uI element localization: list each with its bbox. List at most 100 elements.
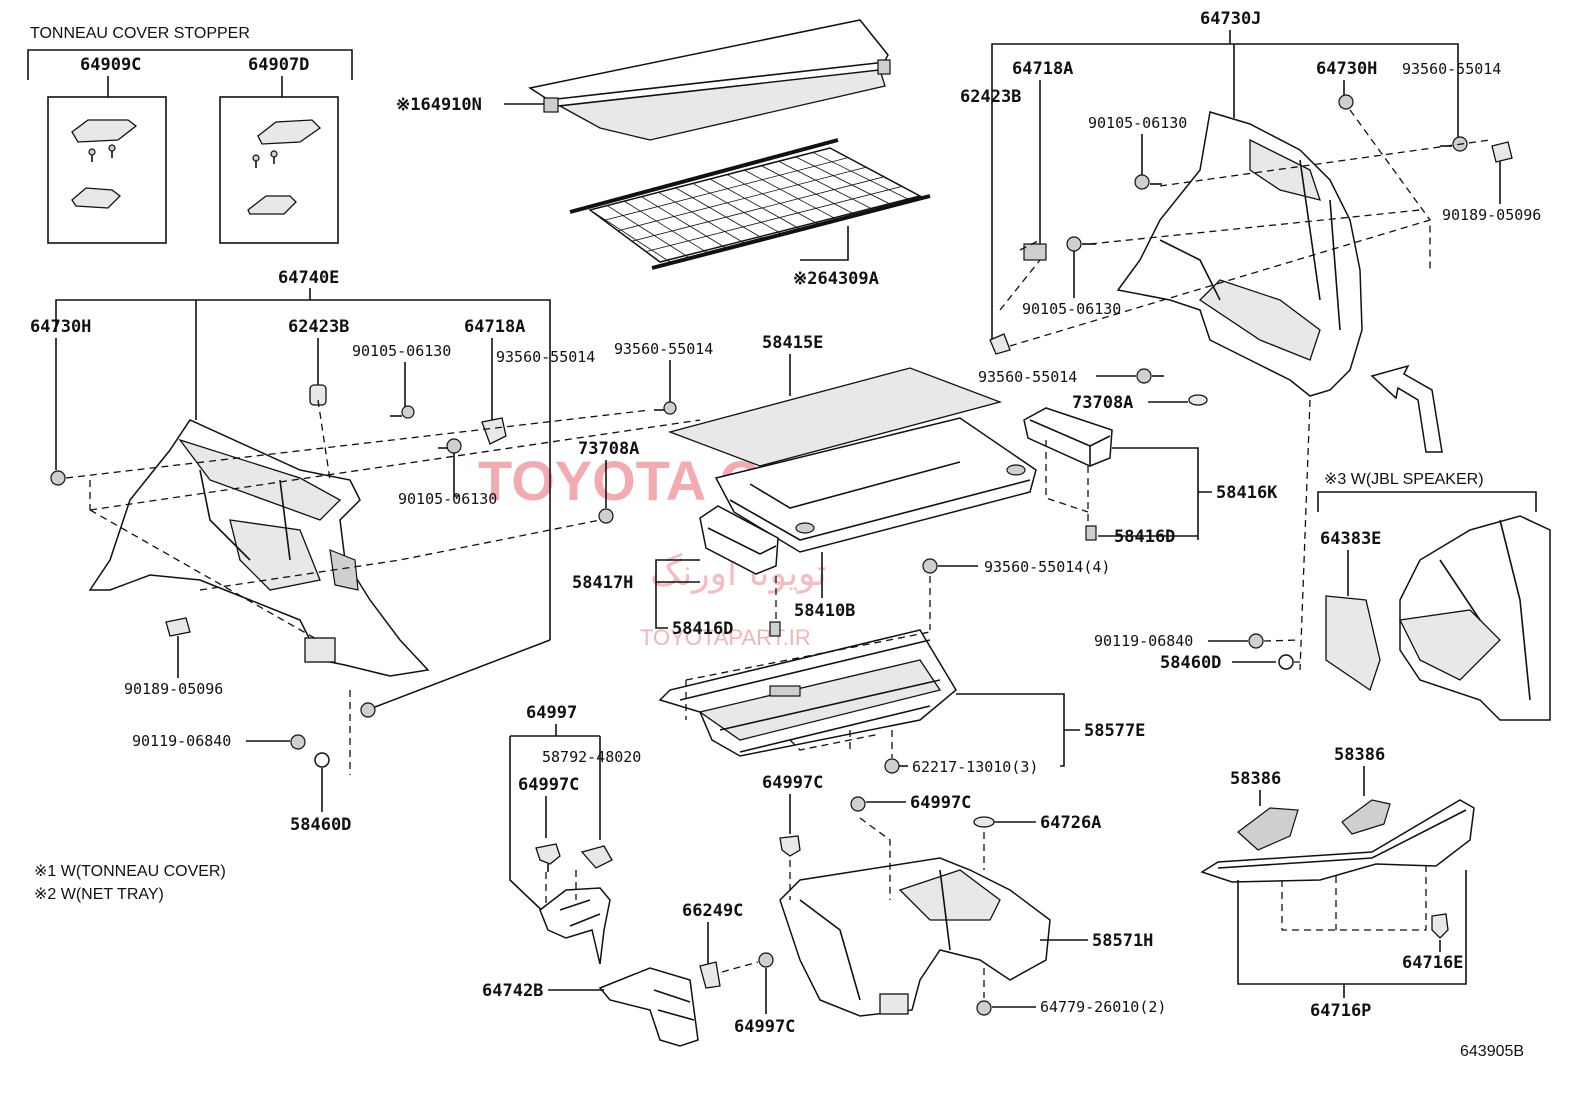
part-64726A[interactable]: 64726A [1040,813,1101,833]
part-90189-05096-right[interactable]: 90189-05096 [1442,206,1541,224]
bracket-58417H [655,559,700,629]
net-mesh-line [641,196,726,249]
part-93560-55014-center[interactable]: 93560-55014 [614,340,713,358]
part-64909C[interactable]: 64909C [80,55,141,75]
part-62217-13010[interactable]: 62217-13010(3) [912,758,1038,776]
part-73708A-center[interactable]: 73708A [578,439,639,459]
part-64383E[interactable]: 64383E [1320,529,1381,549]
part-64907D[interactable]: 64907D [248,55,309,75]
part-90105-06130-left-a[interactable]: 90105-06130 [352,342,451,360]
part-66249C[interactable]: 66249C [682,901,743,921]
part-58792-48020[interactable]: 58792-48020 [542,748,641,766]
clip-66249C [699,961,721,989]
part-64730H-right[interactable]: 64730H [1316,59,1377,79]
net-mesh-line [709,178,801,230]
part-64309A[interactable]: ※264309A [793,269,879,289]
tonneau-stopper-title: TONNEAU COVER STOPPER [30,25,250,42]
part-58417H[interactable]: 58417H [572,573,633,593]
part-64997C-1[interactable]: 64997C [518,775,579,795]
part-62423B-left[interactable]: 62423B [288,317,349,337]
part-64997C-2[interactable]: 64997C [762,773,823,793]
part-64997C-3[interactable]: 64997C [910,793,971,813]
bracket-64742B-shape [598,967,699,1047]
part-58410B[interactable]: 58410B [794,601,855,621]
dash-66249C [721,961,759,973]
bracket-58416K [1112,447,1212,540]
bracket-64997 [509,735,601,921]
deck-58410B-shape [714,417,1037,553]
part-64718A-right[interactable]: 64718A [1012,59,1073,79]
part-58386-a[interactable]: 58386 [1230,769,1281,789]
part-58415E[interactable]: 58415E [762,333,823,353]
dashed-leaders-right [999,109,1491,671]
part-93560-55014-x4[interactable]: 93560-55014(4) [984,558,1110,576]
note-tonneau-cover: ※1 W(TONNEAU COVER) [34,863,226,880]
fastener-62217 [884,758,900,774]
part-64997C-4[interactable]: 64997C [734,1017,795,1037]
fastener-64997C-3 [850,796,866,812]
part-90105-06130-right-b[interactable]: 90105-06130 [1022,300,1121,318]
net-mesh-line [617,166,867,232]
part-90189-05096-left[interactable]: 90189-05096 [124,680,223,698]
net-mesh-line [659,195,921,263]
part-64910N[interactable]: ※164910N [396,95,482,115]
part-58460D-left[interactable]: 58460D [290,815,351,835]
part-64997[interactable]: 64997 [526,703,577,723]
part-64779-26010[interactable]: 64779-26010(2) [1040,998,1166,1016]
part-58460D-right[interactable]: 58460D [1160,653,1221,673]
part-73708A-right[interactable]: 73708A [1072,393,1133,413]
net-tray-shape [569,138,931,270]
box-64909C [47,96,167,244]
clip-group-64997-shape [535,843,613,965]
net-mesh-line [692,183,782,235]
tonneau-stopper-bracket [27,49,353,80]
net-mesh-line [726,174,819,225]
dash-58577E [685,631,931,751]
tray-58577E-shape [658,629,957,757]
speaker-grille-64383E [1325,595,1381,692]
part-64730H-left[interactable]: 64730H [30,317,91,337]
part-64716E[interactable]: 64716E [1402,953,1463,973]
clip-64716E [1431,913,1449,939]
bracket-64730J [991,43,1459,344]
part-93560-55014-right-a[interactable]: 93560-55014 [1402,60,1501,78]
fastener-90119-right [1248,633,1264,649]
part-64730J[interactable]: 64730J [1200,9,1261,29]
part-64742B[interactable]: 64742B [482,981,543,1001]
part-90119-06840-left[interactable]: 90119-06840 [132,732,231,750]
part-90105-06130-right-a[interactable]: 90105-06130 [1088,114,1187,132]
part-62423B-right[interactable]: 62423B [960,87,1021,107]
part-58386-b[interactable]: 58386 [1334,745,1385,765]
fastener-64779 [976,1000,992,1016]
fastener-64997C-4 [758,952,774,968]
dash-58571H [789,817,985,998]
part-93560-55014-left[interactable]: 93560-55014 [496,348,595,366]
direction-arrow-icon [1370,364,1443,453]
stopper-part-64909C [71,119,138,209]
note-jbl-speaker: ※3 W(JBL SPEAKER) [1324,471,1484,488]
part-58571H[interactable]: 58571H [1092,931,1153,951]
part-58416D-right[interactable]: 58416D [1114,527,1175,547]
part-64740E[interactable]: 64740E [278,268,339,288]
box-58417H-shape [699,505,779,575]
net-mesh-line [624,200,708,253]
dash-jbl-fasteners [1263,639,1301,663]
net-mesh-line [744,169,838,220]
part-58577E[interactable]: 58577E [1084,721,1145,741]
part-58416K[interactable]: 58416K [1216,483,1278,503]
part-58416D-center[interactable]: 58416D [672,619,733,639]
part-90105-06130-left-b[interactable]: 90105-06130 [398,490,497,508]
bracket-64716P [1237,870,1467,985]
part-64718A-left[interactable]: 64718A [464,317,525,337]
part-64716P[interactable]: 64716P [1310,1001,1371,1021]
dash-sill-plate [1281,862,1427,931]
net-mesh-line [645,186,903,252]
diagram-id: 643905B [1460,1043,1524,1060]
clip-64997C-2 [779,835,801,857]
bracket-58577E [956,693,1080,767]
dashed-leaders-left [65,399,701,775]
dash-58416K [1045,440,1089,524]
fastener-73708A-center [598,508,614,524]
part-90119-06840-right[interactable]: 90119-06840 [1094,632,1193,650]
part-93560-55014-right-b[interactable]: 93560-55014 [978,368,1077,386]
